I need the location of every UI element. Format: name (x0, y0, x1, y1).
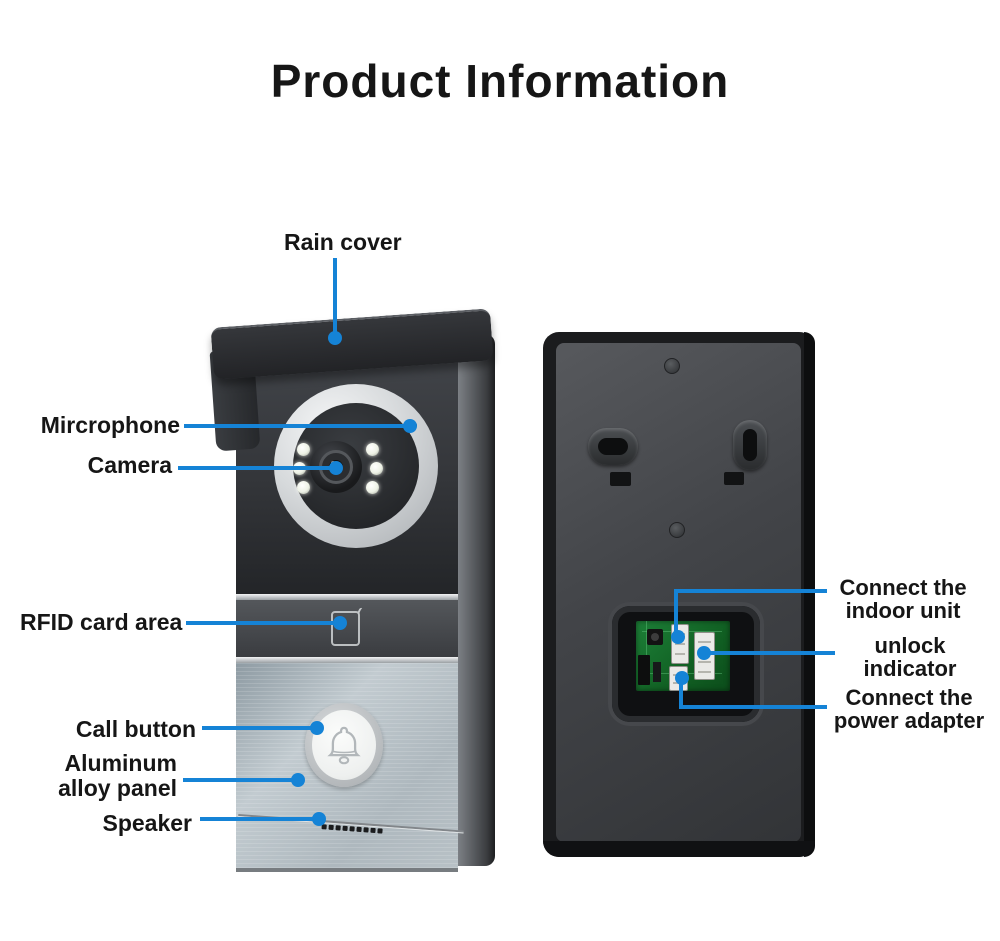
leader-dot-power (675, 671, 689, 685)
label-speaker: Speaker (102, 810, 192, 836)
pcb-component (638, 655, 650, 685)
leader-line-indoor-unit-h (674, 589, 827, 593)
label-aluminum-panel: Aluminum alloy panel (20, 751, 177, 801)
speaker-hole (328, 824, 334, 831)
speaker-hole (356, 826, 362, 833)
label-power-adapter: Connect the power adapter (820, 686, 998, 732)
leader-line-unlock (704, 651, 835, 655)
connector-pin (698, 671, 711, 673)
speaker-hole (377, 828, 383, 834)
snap-hole (610, 472, 631, 486)
front-unit-side (455, 334, 495, 866)
label-rfid: RFID card area (20, 609, 183, 635)
mounting-slot-hole (598, 438, 628, 455)
leader-dot-panel (291, 773, 305, 787)
front-unit-bottom-edge (236, 868, 458, 872)
leader-line-rain-cover (333, 258, 337, 338)
connector-pin (698, 641, 711, 643)
label-power-line1: Connect the (845, 685, 973, 710)
connector-pin (698, 661, 711, 663)
leader-line-microphone (184, 424, 410, 428)
label-aluminum-line1: Aluminum (64, 750, 177, 776)
reset-button-cap (651, 633, 659, 641)
label-unlock-line1: unlock (874, 633, 946, 658)
page-title: Product Information (270, 55, 730, 107)
leader-dot-rfid (333, 616, 347, 630)
rfid-band (236, 600, 458, 657)
leader-dot-camera (329, 461, 343, 475)
snap-hole (724, 472, 744, 485)
ir-led (297, 443, 310, 456)
call-button-face (312, 710, 376, 780)
label-rain-cover: Rain cover (284, 229, 402, 255)
label-indoor-line2: indoor unit (845, 598, 961, 623)
silver-trim-line (236, 657, 458, 663)
pcb-trace (646, 621, 647, 681)
leader-dot-rain-cover (328, 331, 342, 345)
speaker-hole (342, 825, 348, 832)
screw (664, 358, 680, 374)
connector-pin (675, 653, 685, 655)
pcb-component (653, 662, 661, 682)
rfid-card-zone (331, 611, 360, 646)
leader-dot-speaker (312, 812, 326, 826)
label-aluminum-line2: alloy panel (58, 775, 177, 801)
leader-line-speaker (200, 817, 318, 821)
label-indoor-unit: Connect the indoor unit (828, 576, 978, 622)
leader-line-power-v (679, 678, 683, 709)
mounting-slot-hole (743, 429, 757, 461)
label-unlock-indicator: unlock indicator (830, 634, 990, 680)
back-unit-side-edge (804, 332, 815, 857)
label-call-button: Call button (75, 716, 196, 742)
leader-line-call-button (202, 726, 316, 730)
leader-dot-microphone (403, 419, 417, 433)
speaker-hole (370, 827, 376, 834)
leader-line-power-h (679, 705, 827, 709)
label-power-line2: power adapter (833, 708, 985, 733)
leader-dot-unlock (697, 646, 711, 660)
connector-pin (675, 643, 685, 645)
leader-dot-call-button (310, 721, 324, 735)
ir-led (366, 481, 379, 494)
screw (669, 522, 685, 538)
label-indoor-line1: Connect the (839, 575, 967, 600)
leader-line-rfid (186, 621, 342, 625)
silver-trim-line (236, 594, 458, 600)
label-microphone: Mircrophone (40, 412, 180, 438)
ir-led (366, 443, 379, 456)
label-unlock-line2: indicator (863, 656, 957, 681)
leader-line-camera (178, 466, 338, 470)
ir-led (297, 481, 310, 494)
speaker-hole (349, 826, 355, 832)
leader-line-panel (183, 778, 297, 782)
leader-line-indoor-unit-v (674, 589, 678, 641)
bell-icon (327, 726, 361, 765)
back-unit-bottom-edge (543, 841, 815, 857)
speaker-hole (335, 825, 341, 831)
ir-led (370, 462, 383, 475)
label-camera: Camera (87, 452, 172, 478)
speaker-hole (363, 827, 369, 833)
leader-dot-indoor-unit (671, 630, 685, 644)
